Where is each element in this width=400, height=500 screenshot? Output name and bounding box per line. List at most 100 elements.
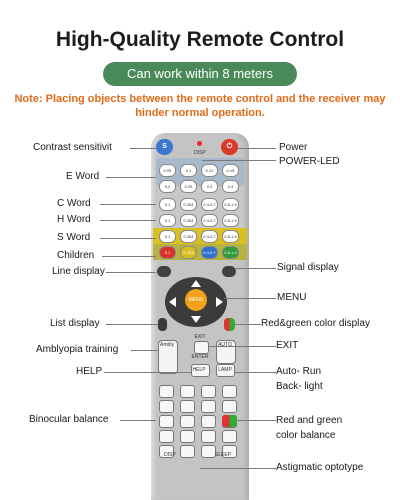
power-button[interactable]: ⏻ — [221, 139, 238, 155]
chart-key[interactable]: 0.05 — [159, 164, 176, 177]
leader-line — [104, 372, 191, 373]
label-h-word: H Word — [57, 214, 91, 225]
chart-key[interactable]: 0.264 — [180, 198, 197, 211]
function-key[interactable] — [159, 415, 174, 428]
disp-top-label: DISP — [194, 150, 206, 156]
help-button[interactable] — [191, 364, 210, 377]
label-c-word: C Word — [57, 198, 91, 209]
function-key[interactable] — [201, 445, 216, 458]
leader-line — [224, 298, 276, 299]
arrow-right-icon[interactable] — [216, 297, 223, 307]
function-key[interactable] — [159, 430, 174, 443]
label-exit: EXIT — [276, 340, 299, 351]
chart-key[interactable]: 0.264 — [180, 214, 197, 227]
chart-key[interactable]: 0.4-0.7 — [201, 246, 218, 259]
label-power: Power — [279, 142, 308, 153]
usage-note: Note: Placing objects between the remote… — [14, 93, 386, 119]
chart-key[interactable]: 0.4-0.7 — [201, 198, 218, 211]
chart-key[interactable]: 0.1 — [180, 164, 197, 177]
label-binocular: Binocular balance — [29, 414, 109, 425]
chart-key[interactable]: 0.1 — [159, 198, 176, 211]
red-green-balance-button[interactable] — [222, 415, 237, 427]
chart-key[interactable]: 0.8-1.5 — [222, 198, 239, 211]
label-astigmatic: Astigmatic optotype — [276, 462, 364, 473]
label-rg-balance-1: Red and green — [276, 415, 343, 426]
chart-key[interactable]: 0.1 — [159, 246, 176, 259]
chart-key[interactable]: 0.264 — [180, 230, 197, 243]
red-green-display-button[interactable] — [224, 318, 235, 331]
leader-line — [238, 148, 276, 149]
leader-line — [120, 420, 156, 421]
function-key[interactable] — [159, 445, 174, 458]
signal-display-button[interactable] — [222, 266, 236, 277]
label-rg-balance-2: color balance — [276, 430, 336, 441]
function-key[interactable] — [201, 415, 216, 428]
sleep-label: SLEEP — [214, 452, 232, 458]
function-key[interactable] — [201, 430, 216, 443]
power-icon: ⏻ — [226, 143, 233, 150]
label-s-word: S Word — [57, 232, 91, 243]
label-help: HELP — [76, 366, 103, 377]
function-key[interactable] — [159, 400, 174, 413]
leader-line — [106, 272, 156, 273]
function-key[interactable] — [222, 385, 237, 398]
arrow-down-icon[interactable] — [191, 316, 201, 323]
chart-key[interactable]: 0.1 — [159, 214, 176, 227]
leader-line — [208, 346, 276, 347]
arrow-up-icon[interactable] — [191, 280, 201, 287]
list-display-button[interactable] — [158, 318, 167, 331]
leader-line — [236, 268, 276, 269]
function-key[interactable] — [159, 385, 174, 398]
leader-line — [234, 372, 276, 373]
function-key[interactable] — [180, 430, 195, 443]
function-key[interactable] — [201, 400, 216, 413]
function-key[interactable] — [180, 385, 195, 398]
chart-key[interactable]: 0.8-1.0 — [222, 246, 239, 259]
contrast-sensitivity-button[interactable]: S — [156, 139, 173, 155]
chart-key[interactable]: 0.25 — [180, 180, 197, 193]
chart-key[interactable]: 0.8-1.5 — [222, 214, 239, 227]
label-contrast: Contrast sensitivit — [33, 142, 112, 153]
function-key[interactable] — [201, 385, 216, 398]
exit-label: EXIT — [194, 334, 206, 340]
leader-line — [131, 350, 158, 351]
chart-key[interactable]: 0.8-1.5 — [222, 230, 239, 243]
leader-line — [100, 204, 156, 205]
menu-ok-button[interactable]: MENU — [185, 289, 207, 311]
label-line-display: Line display — [52, 266, 105, 277]
function-key[interactable] — [180, 400, 195, 413]
label-power-led: POWER-LED — [279, 156, 340, 167]
chart-key[interactable]: 0.3 — [201, 180, 218, 193]
leader-line — [236, 420, 276, 421]
leader-line — [106, 177, 156, 178]
disp-label: DISP — [164, 452, 176, 458]
label-auto-run: Auto- Run — [276, 366, 322, 377]
chart-key[interactable]: 0.4-0.7 — [201, 230, 218, 243]
function-key[interactable] — [180, 445, 195, 458]
chart-key[interactable]: 0.4-0.7 — [201, 214, 218, 227]
arrow-left-icon[interactable] — [169, 297, 176, 307]
function-key[interactable] — [222, 445, 237, 458]
chart-key[interactable]: 0.2 — [159, 180, 176, 193]
lamp-label: LAMP — [218, 367, 232, 373]
leader-line — [202, 160, 276, 161]
amblyopia-training-button[interactable] — [158, 340, 178, 374]
chart-key[interactable]: 0.15 — [222, 164, 239, 177]
chart-key[interactable]: 0.4 — [222, 180, 239, 193]
auto-label: AUTO — [218, 342, 232, 348]
function-key[interactable] — [222, 400, 237, 413]
chart-key[interactable]: 0.1 — [159, 230, 176, 243]
chart-key[interactable]: 0.12 — [201, 164, 218, 177]
leader-line — [200, 468, 276, 469]
leader-line — [100, 238, 156, 239]
chart-key[interactable]: 0.264 — [180, 246, 197, 259]
label-back-light: Back- light — [276, 381, 323, 392]
function-key[interactable] — [222, 430, 237, 443]
exit-button[interactable] — [194, 341, 209, 354]
label-rg-display: Red&green color display — [261, 318, 370, 329]
label-children: Children — [57, 250, 95, 261]
lamp-button[interactable] — [216, 364, 235, 377]
label-menu: MENU — [277, 292, 307, 303]
line-display-button[interactable] — [157, 266, 171, 277]
function-key[interactable] — [180, 415, 195, 428]
